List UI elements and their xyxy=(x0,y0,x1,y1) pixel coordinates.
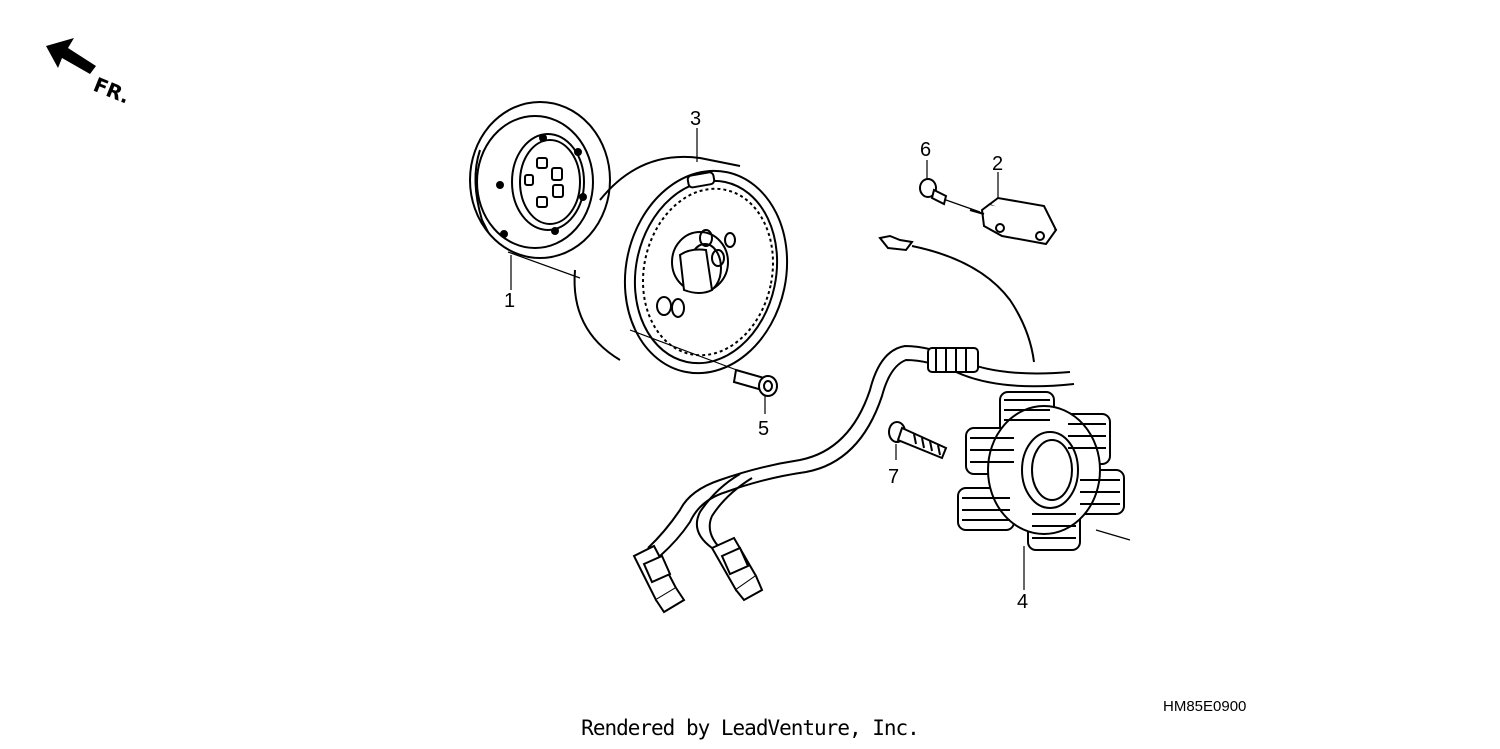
stator-bolt[interactable] xyxy=(888,421,948,460)
pulse-generator[interactable] xyxy=(969,196,1058,246)
callout-4: 4 xyxy=(1017,591,1028,613)
callout-2: 2 xyxy=(992,153,1003,175)
flywheel-bolt[interactable] xyxy=(732,368,778,397)
stator-wiring-harness xyxy=(647,344,1075,557)
front-direction-arrow-icon xyxy=(46,38,96,74)
callout-3: 3 xyxy=(690,108,701,130)
ground-terminal-wire xyxy=(878,234,1035,363)
callout-5: 5 xyxy=(758,418,769,440)
harness-connector-2[interactable] xyxy=(710,536,764,602)
front-direction-label: FR. xyxy=(90,72,133,108)
flywheel[interactable] xyxy=(573,156,806,389)
starter-clutch-plate[interactable] xyxy=(469,101,611,259)
callout-7: 7 xyxy=(888,466,899,488)
render-credit: Rendered by LeadVenture, Inc. xyxy=(581,716,920,740)
callout-6: 6 xyxy=(920,139,931,161)
harness-connector-1[interactable] xyxy=(632,544,686,614)
stator[interactable] xyxy=(957,391,1125,551)
pulse-generator-bolt[interactable] xyxy=(919,178,948,206)
diagram-code: HM85E0900 xyxy=(1163,698,1247,715)
callout-1: 1 xyxy=(504,290,515,312)
